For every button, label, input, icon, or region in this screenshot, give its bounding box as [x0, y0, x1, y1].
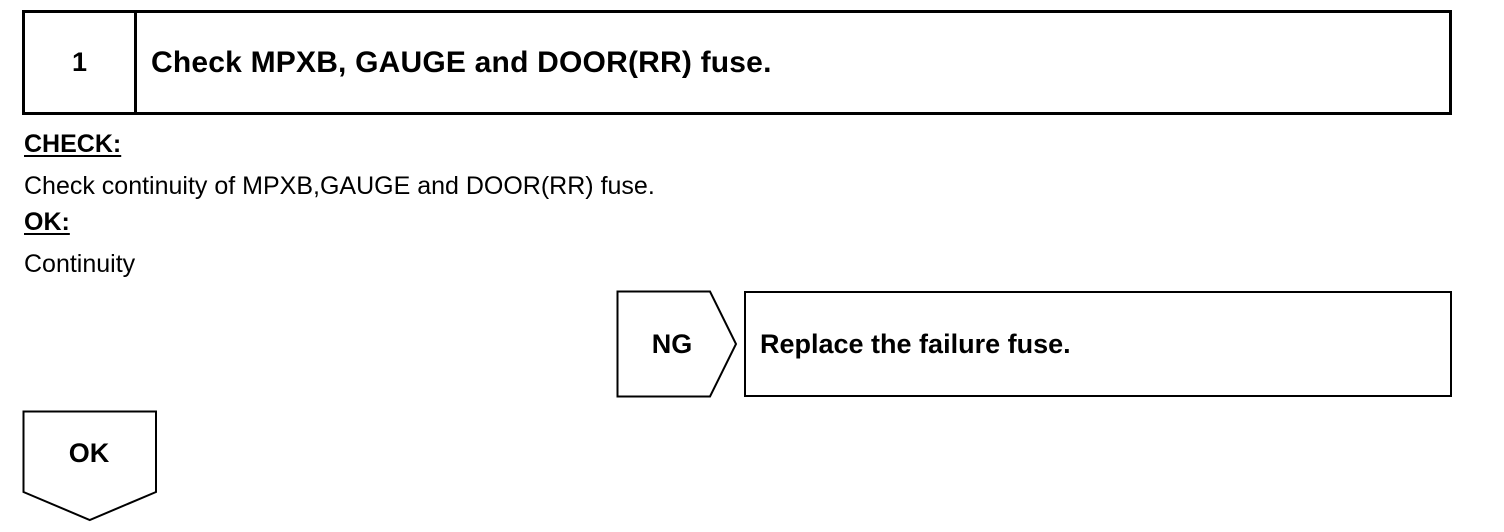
ng-action-box: Replace the failure fuse. [744, 291, 1452, 397]
ng-label: NG [651, 328, 693, 359]
ok-criterion: Continuity [24, 250, 136, 278]
check-heading: CHECK: [24, 130, 122, 158]
step-header-box: 1 Check MPXB, GAUGE and DOOR(RR) fuse. [22, 10, 1452, 115]
ng-right-arrow-shape [616, 290, 738, 398]
step-number: 1 [25, 13, 137, 112]
ok-branch-label: OK [68, 437, 110, 468]
check-instruction: Check continuity of MPXB,GAUGE and DOOR(… [24, 172, 655, 200]
ok-heading: OK: [24, 208, 70, 236]
step-title: Check MPXB, GAUGE and DOOR(RR) fuse. [151, 45, 772, 79]
ok-down-arrow-shape [22, 410, 157, 522]
